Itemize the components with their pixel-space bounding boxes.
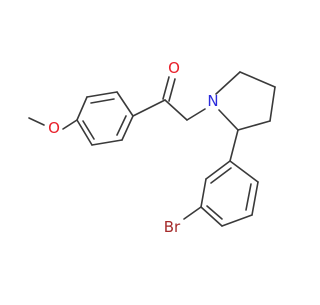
- atom-label-ether-oxygen: O: [48, 119, 60, 137]
- bond-o-aryl: [62, 119, 78, 130]
- bond-carbonyl-o-2: [168, 78, 176, 102]
- bond-carbonyl-o-1: [162, 76, 170, 100]
- bond-ring2-d: [221, 214, 253, 227]
- bond-ring2-inner-2: [245, 183, 252, 211]
- bond-ring1-f: [76, 119, 93, 146]
- bond-ring1-a: [76, 96, 88, 121]
- bond-c2-aryl: [229, 129, 239, 162]
- bond-n-c5: [215, 71, 241, 95]
- bond-c2-n: [218, 109, 239, 131]
- bond-ring1-b: [86, 91, 118, 98]
- atom-label-layer: O O N Br: [48, 59, 219, 236]
- bond-ring2-c: [200, 206, 223, 227]
- bond-layer: [28, 71, 276, 227]
- bond-ring1-inner-3: [82, 120, 95, 140]
- bond-ring2-b: [200, 178, 207, 208]
- bond-ring2-a: [205, 160, 231, 180]
- structure-canvas: O O N Br: [28, 59, 276, 236]
- bond-c4-c3: [269, 86, 276, 122]
- bond-ring1-e: [91, 139, 123, 146]
- bond-ring1-inner-2: [116, 115, 127, 136]
- bond-methyl-o: [28, 117, 45, 126]
- molecule-structure: O O N Br: [28, 59, 276, 236]
- bond-ring2-e: [251, 181, 259, 216]
- atom-label-carbonyl-oxygen: O: [168, 59, 180, 77]
- bond-ring1-d: [121, 115, 134, 141]
- atom-label-bromine: Br: [164, 218, 181, 236]
- bond-c3-c2: [237, 120, 271, 131]
- bond-ch2-n: [186, 108, 206, 121]
- bond-ring2-inner-1: [206, 205, 223, 220]
- bond-carbonyl-ch2: [164, 99, 188, 121]
- atom-label-nitrogen: N: [207, 92, 218, 110]
- bond-ring2-f: [229, 160, 259, 183]
- bond-aryl-carbonyl: [132, 99, 166, 117]
- bond-ring1-inner-1: [90, 98, 115, 104]
- bond-c5-c4: [239, 71, 276, 88]
- bond-c-br: [183, 206, 202, 220]
- bond-ring1-c: [116, 91, 134, 117]
- bond-ring2-inner-3: [210, 167, 232, 184]
